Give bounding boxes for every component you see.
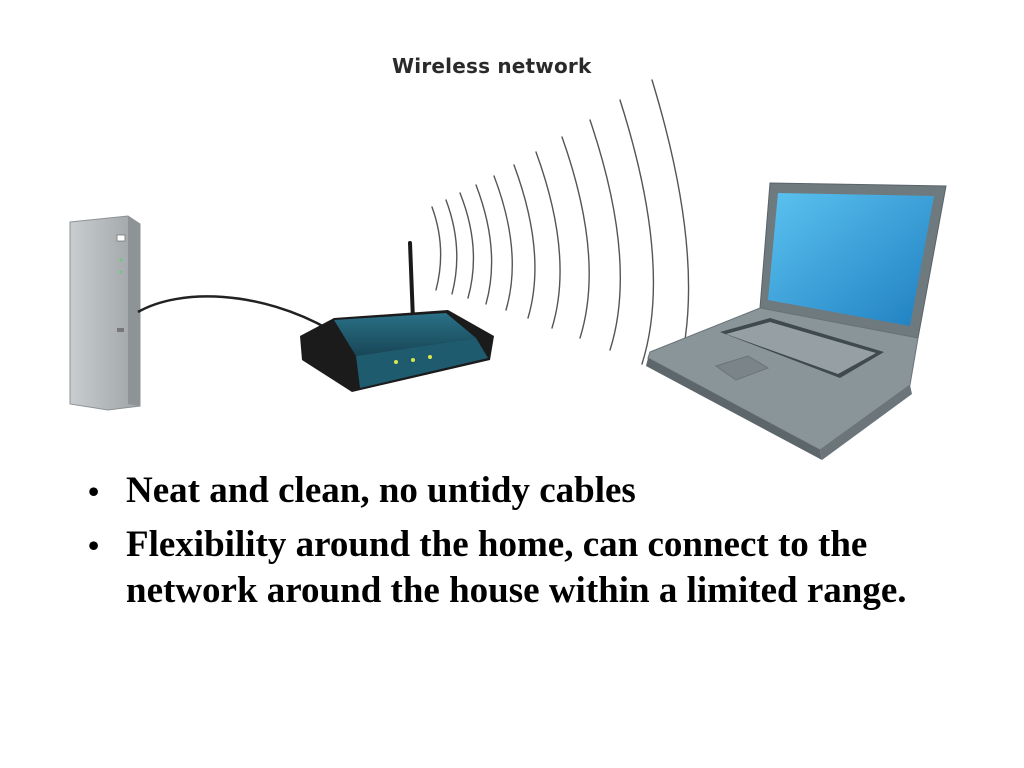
bullet-dot: • xyxy=(88,473,100,509)
wireless-signal-waves-icon xyxy=(431,79,690,381)
cable-icon xyxy=(137,295,331,332)
bullet-item: • Flexibility around the home, can conne… xyxy=(86,522,986,614)
wireless-router-icon xyxy=(300,241,494,392)
modem-icon xyxy=(69,215,141,411)
wireless-network-diagram xyxy=(69,79,947,460)
bullet-text: Neat and clean, no untidy cables xyxy=(126,470,636,511)
diagram-title: Wireless network xyxy=(392,54,592,78)
bullet-list: • Neat and clean, no untidy cables • Fle… xyxy=(86,468,986,622)
laptop-icon xyxy=(646,182,947,460)
bullet-text: Flexibility around the home, can connect… xyxy=(126,524,907,611)
bullet-dot: • xyxy=(88,527,100,563)
bullet-item: • Neat and clean, no untidy cables xyxy=(86,468,986,514)
